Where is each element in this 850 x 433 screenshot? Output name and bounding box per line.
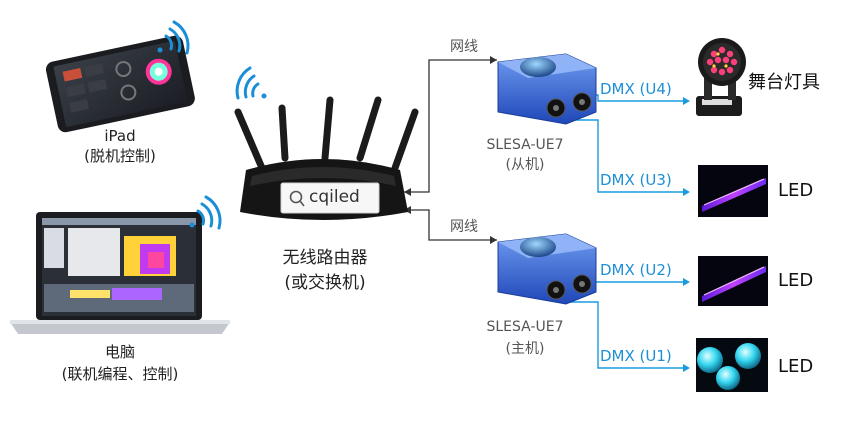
ethernet-label-top: 网线 [450, 39, 478, 55]
master-model-label: SLESA-UE7 [486, 319, 564, 335]
dmx-line-u2 [590, 278, 690, 286]
ipad-role-label: (脱机控制) [84, 147, 156, 165]
dmx-u3-label: DMX (U3) [600, 171, 672, 189]
led-strip-u3-icon [698, 165, 768, 217]
dmx-interface-slave-icon [497, 53, 597, 125]
dmx-line-u1 [556, 301, 690, 372]
router-role-label: (或交换机) [284, 273, 366, 293]
ethernet-label-bottom: 网线 [450, 219, 478, 235]
stage-light-label: 舞台灯具 [748, 72, 820, 93]
led-u2-label: LED [778, 270, 814, 291]
led-ball-u1-icon [696, 338, 768, 392]
slave-role-label: (从机) [505, 157, 545, 173]
led-strip-u2-icon [698, 256, 768, 306]
wifi-icon-router [235, 66, 267, 100]
dmx-u2-label: DMX (U2) [600, 261, 672, 279]
dmx-u4-label: DMX (U4) [600, 80, 672, 98]
dmx-interface-master-icon [497, 233, 597, 305]
router-icon [234, 96, 419, 220]
pc-label: 电脑 [104, 343, 135, 361]
dmx-u1-label: DMX (U1) [600, 347, 672, 365]
led-u1-label: LED [778, 356, 814, 377]
pc-role-label: (联机编程、控制) [61, 365, 179, 383]
slave-model-label: SLESA-UE7 [486, 137, 564, 153]
ethernet-cable-top [404, 56, 497, 196]
ipad-icon [45, 35, 195, 133]
router-label: 无线路由器 [282, 248, 368, 268]
wifi-icon-ipad [157, 20, 190, 55]
wifi-icon-laptop [189, 195, 222, 230]
master-role-label: (主机) [505, 341, 545, 357]
led-u3-label: LED [778, 180, 814, 201]
laptop-icon [10, 212, 230, 334]
router-logo-text: cqiled [309, 187, 360, 207]
ipad-label: iPad [104, 127, 136, 145]
moving-head-light-icon [696, 38, 746, 116]
